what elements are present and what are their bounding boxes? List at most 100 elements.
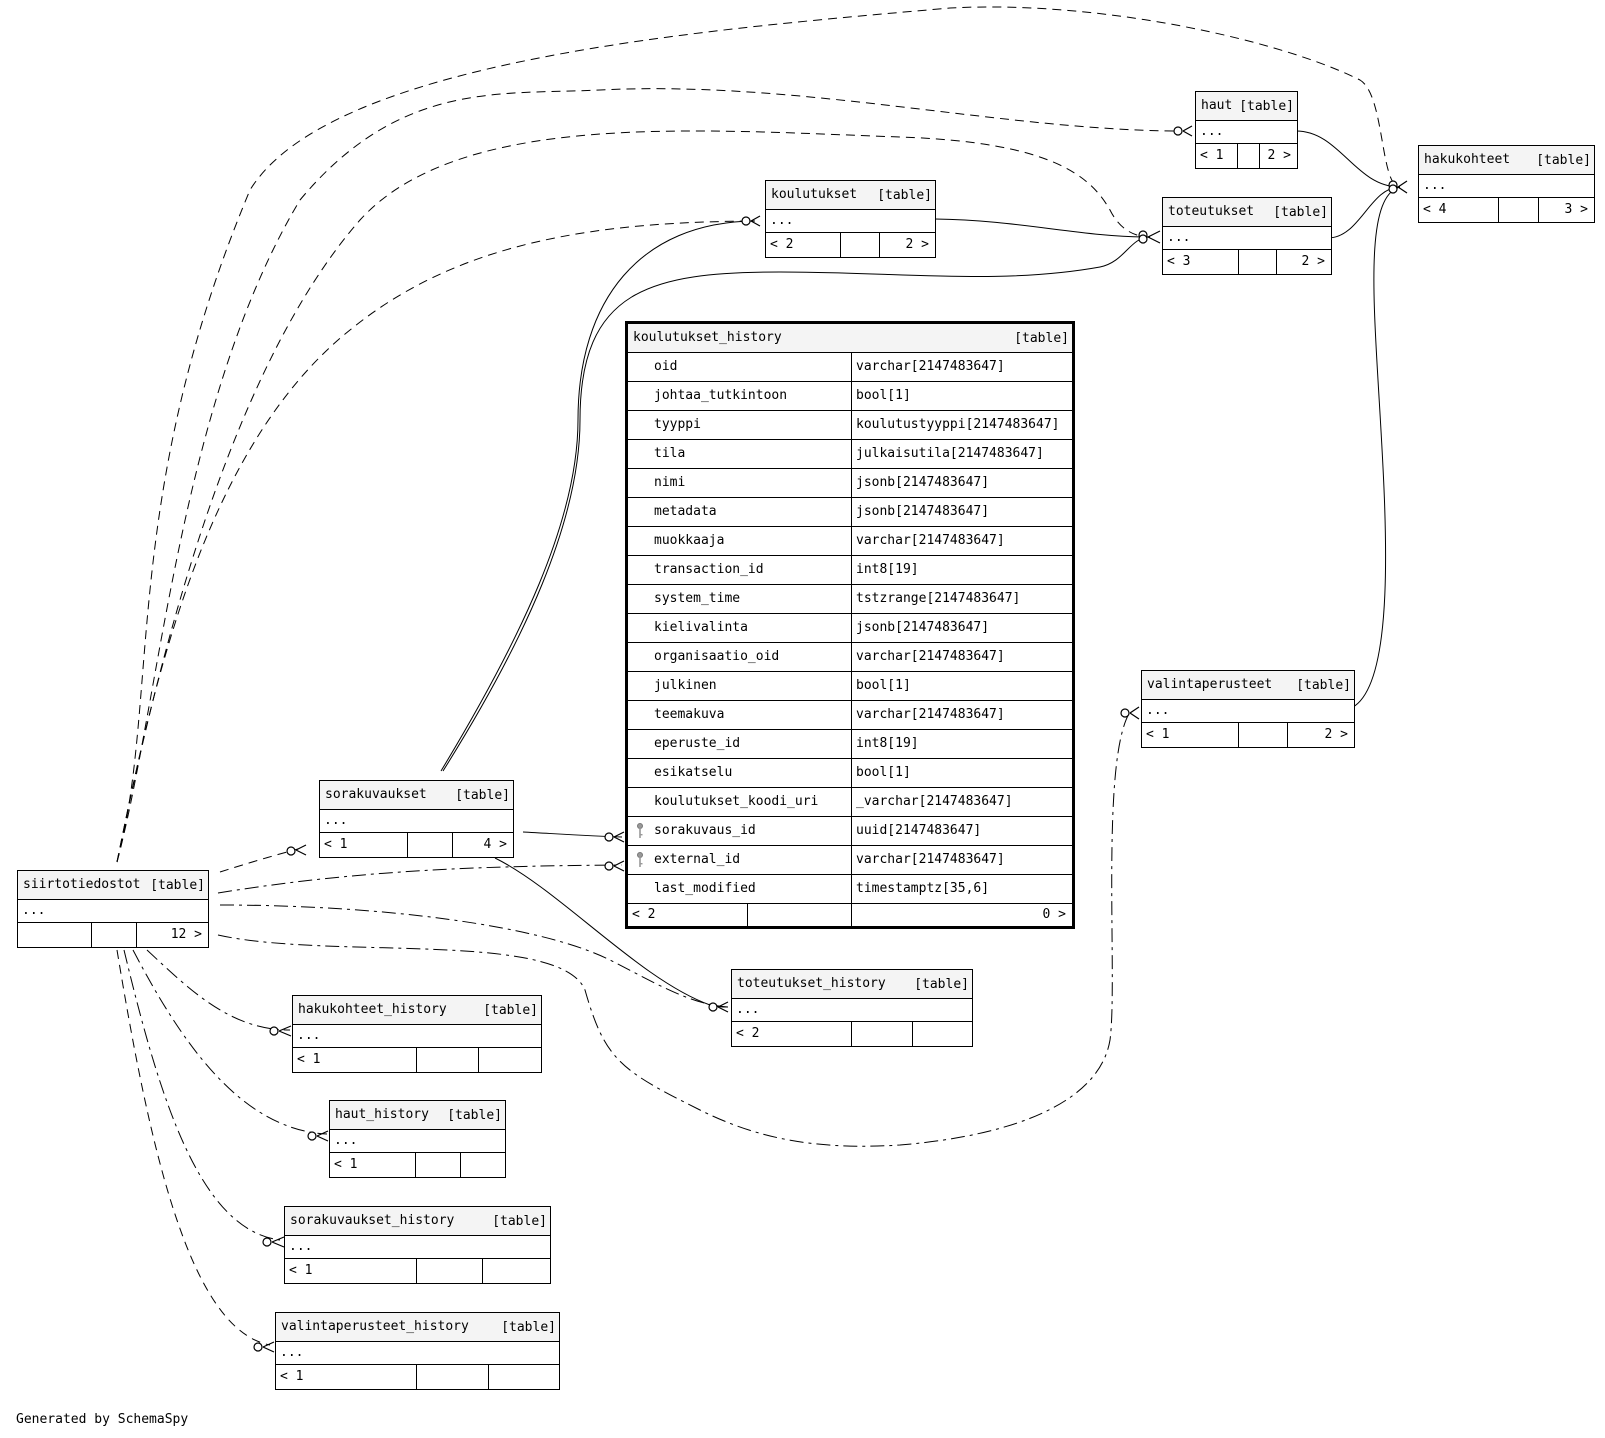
edge-sorakuvaukset-toteutukset: [442, 236, 1151, 772]
column-type: bool[1]: [856, 678, 911, 693]
table-name: koulutukset_history: [633, 330, 782, 345]
parents-count[interactable]: [18, 923, 92, 947]
parents-count[interactable]: < 1: [330, 1153, 416, 1177]
table-header: siirtotiedostot [table]: [18, 871, 208, 900]
table-header: sorakuvaukset [table]: [320, 781, 513, 810]
column-name: johtaa_tutkintoon: [628, 382, 852, 410]
table-name: valintaperusteet_history: [281, 1319, 469, 1334]
column-row[interactable]: johtaa_tutkintoon bool[1]: [628, 382, 1072, 411]
table-toteutukset_history[interactable]: toteutukset_history [table] ... < 2: [731, 969, 973, 1047]
children-count[interactable]: [913, 1022, 972, 1046]
table-header: hakukohteet_history [table]: [293, 996, 541, 1025]
table-header: valintaperusteet_history [table]: [276, 1313, 559, 1342]
table-toteutukset[interactable]: toteutukset [table] ... < 3 2 >: [1162, 197, 1332, 275]
table-koulutukset[interactable]: koulutukset [table] ... < 2 2 >: [765, 180, 936, 258]
table-name: sorakuvaukset_history: [290, 1213, 455, 1228]
children-count[interactable]: 12 >: [170, 927, 202, 942]
parents-count[interactable]: < 1: [320, 833, 408, 857]
column-name-text: nimi: [654, 475, 686, 490]
children-count[interactable]: [483, 1259, 550, 1283]
column-row[interactable]: transaction_id int8[19]: [628, 556, 1072, 585]
edge-koulutukset-toteutukset: [934, 218, 1151, 238]
table-sorakuvaukset[interactable]: sorakuvaukset [table] ... < 1 4 >: [319, 780, 514, 858]
column-type: varchar[2147483647]: [856, 852, 1005, 867]
children-count[interactable]: 0 >: [1042, 907, 1066, 922]
edge-siirtotiedostot-haut_history: [132, 949, 328, 1135]
children-count[interactable]: 3 >: [1564, 202, 1588, 217]
table-valintaperusteet_history[interactable]: valintaperusteet_history [table] ... < 1: [275, 1312, 560, 1390]
children-count[interactable]: 2 >: [1267, 148, 1291, 163]
children-count[interactable]: 4 >: [483, 837, 507, 852]
parents-count[interactable]: < 4: [1419, 198, 1499, 222]
children-count[interactable]: 2 >: [905, 237, 929, 252]
table-type: [table]: [447, 1108, 502, 1123]
table-footer: < 1 2 >: [1196, 144, 1297, 168]
parents-count[interactable]: < 2: [766, 233, 841, 257]
table-footer: < 2: [732, 1022, 972, 1046]
column-name-text: transaction_id: [654, 562, 764, 577]
table-header: haut [table]: [1196, 92, 1297, 121]
column-type: koulutustyyppi[2147483647]: [856, 417, 1060, 432]
column-name-text: last_modified: [654, 881, 756, 896]
foreign-key-icon: [637, 823, 643, 838]
table-footer: < 1: [293, 1048, 541, 1072]
table-name: toteutukset: [1168, 204, 1255, 219]
table-header: sorakuvaukset_history [table]: [285, 1207, 550, 1236]
columns-ellipsis: ...: [766, 210, 935, 233]
table-hakukohteet_history[interactable]: hakukohteet_history [table] ... < 1: [292, 995, 542, 1073]
table-valintaperusteet[interactable]: valintaperusteet [table] ... < 1 2 >: [1141, 670, 1355, 748]
column-row[interactable]: julkinen bool[1]: [628, 672, 1072, 701]
column-type: jsonb[2147483647]: [856, 620, 990, 635]
parents-count[interactable]: < 1: [285, 1259, 417, 1283]
column-name: julkinen: [628, 672, 852, 700]
parents-count[interactable]: < 1: [1142, 723, 1239, 747]
table-footer: 12 >: [18, 923, 208, 947]
column-type: varchar[2147483647]: [856, 649, 1005, 664]
column-type: bool[1]: [856, 388, 911, 403]
table-name: hakukohteet: [1424, 152, 1511, 167]
parents-count[interactable]: < 3: [1163, 250, 1239, 274]
children-count[interactable]: 2 >: [1301, 254, 1325, 269]
column-name: oid: [628, 353, 852, 381]
column-row[interactable]: koulutukset_koodi_uri_varchar[2147483647…: [628, 788, 1072, 817]
table-footer: < 2 2 >: [766, 233, 935, 257]
column-type: _varchar[2147483647]: [856, 794, 1013, 809]
table-hakukohteet[interactable]: hakukohteet [table] ... < 4 3 >: [1418, 145, 1595, 223]
children-count[interactable]: [461, 1153, 505, 1177]
columns-ellipsis: ...: [320, 810, 513, 833]
parents-count[interactable]: < 1: [293, 1048, 417, 1072]
column-type: int8[19]: [856, 562, 919, 577]
edge-sorakuvaukset-toteutukset_history: [494, 857, 729, 1008]
edge-siirtotiedostot-main: [217, 864, 623, 894]
table-haut[interactable]: haut [table] ... < 1 2 >: [1195, 91, 1298, 169]
children-count[interactable]: [479, 1048, 541, 1072]
parents-count[interactable]: < 1: [1196, 144, 1238, 168]
parents-count[interactable]: < 2: [628, 904, 748, 926]
parents-count[interactable]: < 2: [732, 1022, 852, 1046]
table-header: haut_history [table]: [330, 1101, 505, 1130]
children-count[interactable]: [489, 1365, 559, 1389]
parents-count[interactable]: < 1: [276, 1365, 417, 1389]
edge-siirtotiedostot-toteutukset_history: [219, 904, 729, 1008]
children-count[interactable]: 2 >: [1324, 727, 1348, 742]
table-haut_history[interactable]: haut_history [table] ... < 1: [329, 1100, 506, 1178]
table-sorakuvaukset_history[interactable]: sorakuvaukset_history [table] ... < 1: [284, 1206, 551, 1284]
table-siirtotiedostot[interactable]: siirtotiedostot [table] ... 12 >: [17, 870, 209, 948]
